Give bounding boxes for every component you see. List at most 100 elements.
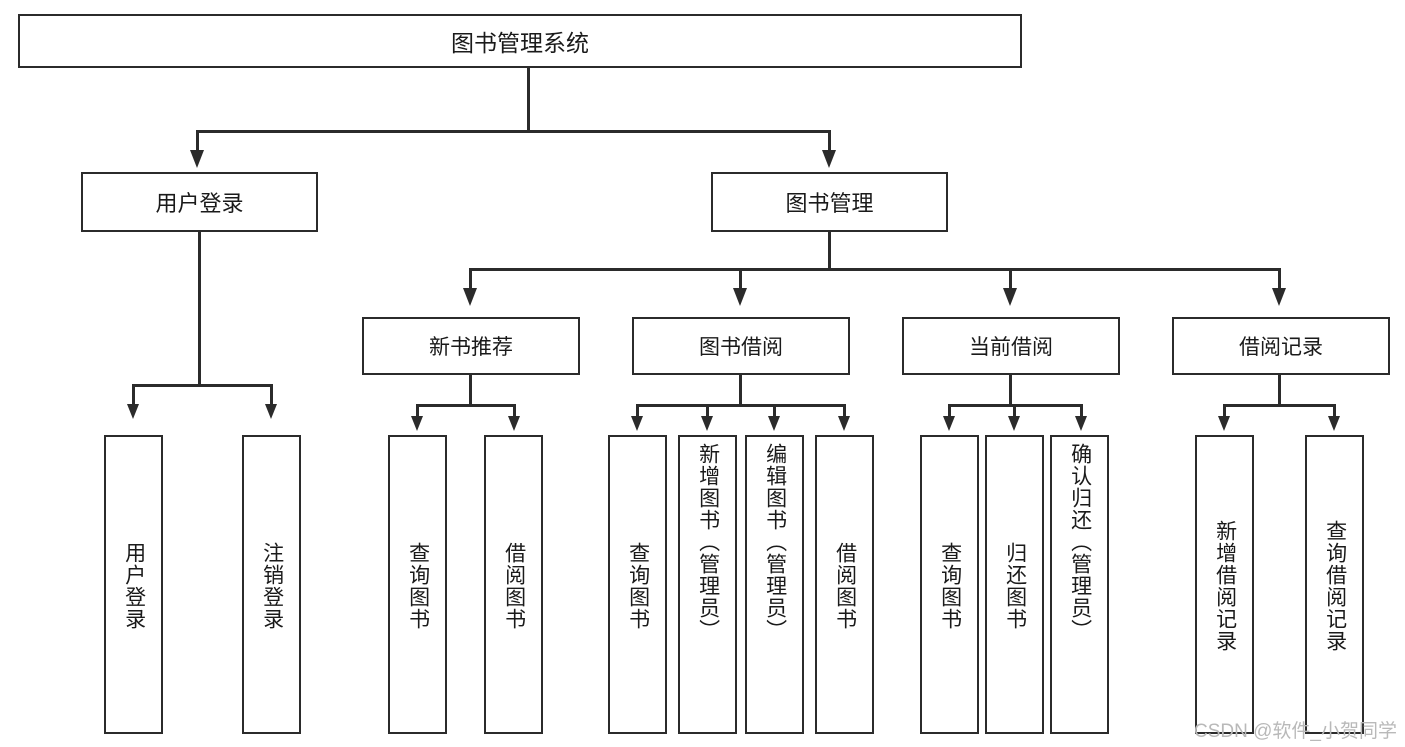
edge-records-stem (1278, 375, 1281, 406)
arrow-to-current-borrow (1003, 288, 1017, 306)
leaf-content: 查询图书 (922, 439, 977, 732)
arrow-to-leaf-add-book (701, 416, 713, 431)
arrow-to-leaf-borrow-book-1 (508, 416, 520, 431)
leaf-label: 查询图书 (938, 541, 962, 630)
leaf-borrow-book-borrow[interactable]: 借阅图书 (815, 435, 874, 734)
arrow-to-leaf-confirm-return (1075, 416, 1087, 431)
leaf-content: 确认归还（管理员） (1052, 439, 1107, 736)
leaf-content: 归还图书 (987, 439, 1042, 732)
edge-bm-drop-1 (469, 268, 472, 290)
node-borrow-records[interactable]: 借阅记录 (1172, 317, 1390, 375)
edge-root-drop-right (828, 130, 831, 152)
edge-user-login-drop-2 (270, 384, 273, 406)
leaf-content: 借阅图书 (486, 439, 541, 732)
edge-user-login-drop-1 (132, 384, 135, 406)
leaf-label: 查询图书 (626, 541, 650, 630)
edge-root-drop-left (196, 130, 199, 152)
edge-recommend-bus (417, 404, 515, 407)
edge-bm-drop-3 (1009, 268, 1012, 290)
edge-root-bus (197, 130, 830, 133)
node-label: 借阅记录 (1239, 336, 1323, 359)
leaf-content: 注销登录 (244, 439, 299, 732)
leaf-content: 借阅图书 (817, 439, 872, 732)
arrow-to-leaf-edit-book (768, 416, 780, 431)
leaf-label: 查询图书 (406, 541, 430, 630)
arrow-to-leaf-user-login (127, 404, 139, 419)
arrow-to-leaf-return-book (1008, 416, 1020, 431)
leaf-label: 归还图书 (1003, 541, 1027, 630)
leaf-content: 新增借阅记录 (1197, 439, 1252, 732)
leaf-edit-book-admin[interactable]: 编辑图书（管理员） (745, 435, 804, 734)
leaf-label: 新增图书（管理员） (696, 443, 720, 641)
leaf-return-book[interactable]: 归还图书 (985, 435, 1044, 734)
leaf-label: 编辑图书（管理员） (763, 443, 787, 641)
edge-records-drop-2 (1333, 404, 1336, 418)
edge-book-management-stem (828, 232, 831, 270)
leaf-label: 借阅图书 (833, 541, 857, 630)
node-user-login[interactable]: 用户登录 (81, 172, 318, 232)
leaf-label: 查询借阅记录 (1323, 519, 1347, 652)
edge-bm-drop-2 (739, 268, 742, 290)
leaf-content: 查询借阅记录 (1307, 439, 1362, 732)
node-label: 图书管理 (785, 191, 874, 216)
leaf-user-login[interactable]: 用户登录 (104, 435, 163, 734)
arrow-to-user-login (190, 150, 204, 168)
edge-borrow-drop-1 (636, 404, 639, 418)
arrow-to-new-book-recommend (463, 288, 477, 306)
edge-records-drop-1 (1223, 404, 1226, 418)
node-current-borrow[interactable]: 当前借阅 (902, 317, 1120, 375)
arrow-to-leaf-query-book-2 (631, 416, 643, 431)
arrow-to-leaf-logout (265, 404, 277, 419)
node-book-management[interactable]: 图书管理 (711, 172, 948, 232)
leaf-label: 注销登录 (260, 541, 284, 630)
edge-current-drop-3 (1080, 404, 1083, 418)
edge-recommend-drop-1 (416, 404, 419, 418)
node-label: 图书借阅 (699, 336, 783, 359)
arrow-to-leaf-borrow-book-2 (838, 416, 850, 431)
leaf-label: 用户登录 (122, 541, 146, 630)
edge-records-bus (1224, 404, 1336, 407)
leaf-query-book-borrow[interactable]: 查询图书 (608, 435, 667, 734)
edge-user-login-stem (198, 232, 201, 384)
edge-current-stem (1009, 375, 1012, 406)
leaf-content: 新增图书（管理员） (680, 439, 735, 736)
edge-recommend-drop-2 (513, 404, 516, 418)
csdn-watermark: CSDN @软件_小贺同学 (1194, 721, 1397, 742)
leaf-label: 借阅图书 (502, 541, 526, 630)
node-root-system[interactable]: 图书管理系统 (18, 14, 1022, 68)
leaf-label: 新增借阅记录 (1213, 519, 1237, 652)
node-label: 当前借阅 (969, 336, 1053, 359)
arrow-to-leaf-query-book-1 (411, 416, 423, 431)
edge-current-drop-2 (1013, 404, 1016, 418)
leaf-add-borrow-record[interactable]: 新增借阅记录 (1195, 435, 1254, 734)
leaf-query-book-current[interactable]: 查询图书 (920, 435, 979, 734)
arrow-to-leaf-add-record (1218, 416, 1230, 431)
node-new-book-recommend[interactable]: 新书推荐 (362, 317, 580, 375)
leaf-content: 查询图书 (390, 439, 445, 732)
edge-current-drop-1 (948, 404, 951, 418)
leaf-query-book-recommend[interactable]: 查询图书 (388, 435, 447, 734)
leaf-query-borrow-record[interactable]: 查询借阅记录 (1305, 435, 1364, 734)
edge-borrow-drop-4 (843, 404, 846, 418)
arrow-to-leaf-query-record (1328, 416, 1340, 431)
arrow-to-book-management (822, 150, 836, 168)
node-book-borrow[interactable]: 图书借阅 (632, 317, 850, 375)
leaf-logout[interactable]: 注销登录 (242, 435, 301, 734)
edge-root-stem (527, 68, 530, 130)
arrow-to-book-borrow (733, 288, 747, 306)
leaf-label: 确认归还（管理员） (1068, 443, 1092, 641)
leaf-borrow-book-recommend[interactable]: 借阅图书 (484, 435, 543, 734)
edge-book-management-bus (470, 268, 1280, 271)
leaf-add-book-admin[interactable]: 新增图书（管理员） (678, 435, 737, 734)
leaf-content: 查询图书 (610, 439, 665, 732)
edge-bm-drop-4 (1278, 268, 1281, 290)
arrow-to-leaf-query-book-3 (943, 416, 955, 431)
leaf-confirm-return-admin[interactable]: 确认归还（管理员） (1050, 435, 1109, 734)
node-label: 用户登录 (155, 191, 244, 216)
edge-borrow-bus (637, 404, 845, 407)
node-label: 图书管理系统 (451, 30, 589, 56)
edge-recommend-stem (469, 375, 472, 406)
edge-user-login-bus (133, 384, 272, 387)
node-label: 新书推荐 (429, 336, 513, 359)
